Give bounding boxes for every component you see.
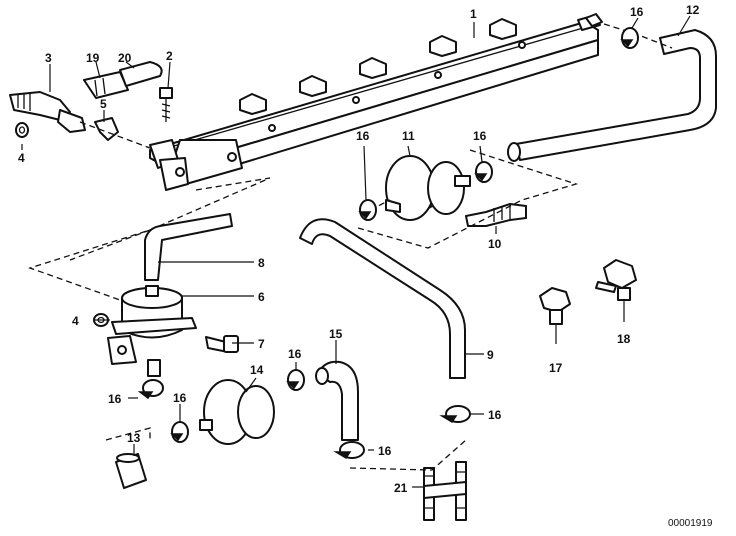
callout-21: 21 xyxy=(394,481,408,495)
pressure-regulator xyxy=(107,285,197,377)
leader-lines xyxy=(21,15,691,488)
fitting-17 xyxy=(539,287,571,325)
callout-15: 15 xyxy=(329,327,343,341)
callout-18: 18 xyxy=(617,332,631,346)
hose-clamp-elbow-bottom xyxy=(333,441,365,460)
retaining-clip xyxy=(94,117,119,141)
connector-10 xyxy=(465,203,527,227)
callout-6: 6 xyxy=(258,290,265,304)
callout-11: 11 xyxy=(402,129,415,143)
callout-4-top: 4 xyxy=(18,151,25,165)
injector-plug xyxy=(83,61,163,99)
fuel-hose-12 xyxy=(507,29,717,162)
callout-16-damper-left: 16 xyxy=(356,129,370,143)
hose-13 xyxy=(115,453,147,489)
pressure-damper-11 xyxy=(385,155,471,221)
bolt-7 xyxy=(205,335,239,353)
callout-16-elbow: 16 xyxy=(378,444,392,458)
callout-16-hose-15: 16 xyxy=(288,347,302,361)
callout-1: 1 xyxy=(470,7,477,21)
return-hose-8 xyxy=(144,213,233,281)
callout-3: 3 xyxy=(45,51,52,65)
hose-clamp-damper-left xyxy=(358,199,377,221)
fitting-18 xyxy=(595,259,637,301)
hose-clamp-top-right xyxy=(620,27,639,49)
callout-9: 9 xyxy=(487,348,494,362)
callout-19: 19 xyxy=(86,51,100,65)
callout-5: 5 xyxy=(100,97,107,111)
pressure-damper-14 xyxy=(199,379,275,445)
callout-14: 14 xyxy=(250,363,264,377)
callout-10: 10 xyxy=(488,237,502,251)
hose-clamp-hose-9 xyxy=(439,405,471,424)
callout-16-hose-9: 16 xyxy=(488,408,502,422)
callout-labels: 1 2 3 4 4 5 6 7 8 9 10 11 12 13 14 15 16… xyxy=(18,3,700,495)
diagram-reference-number: 00001919 xyxy=(668,518,713,529)
callout-2: 2 xyxy=(166,49,173,63)
callout-8: 8 xyxy=(258,256,265,270)
fuel-rail xyxy=(149,13,603,191)
callout-16-damper-right: 16 xyxy=(473,129,487,143)
callout-16-damper-14: 16 xyxy=(173,391,187,405)
callout-4-bottom: 4 xyxy=(72,314,79,328)
callout-16-regulator: 16 xyxy=(108,392,122,406)
callout-16-top-right: 16 xyxy=(630,5,644,19)
hose-clamp-15 xyxy=(286,369,305,391)
callout-13: 13 xyxy=(127,431,141,445)
injector xyxy=(9,91,86,133)
vacuum-hose-9 xyxy=(299,218,466,379)
elbow-hose-15 xyxy=(315,360,359,441)
callout-20: 20 xyxy=(118,51,132,65)
hose-clamp-damper-14 xyxy=(170,421,189,443)
callout-12: 12 xyxy=(686,3,700,17)
screw-2 xyxy=(159,87,173,122)
seal-ring-top xyxy=(15,122,29,138)
hose-clamp-damper-right xyxy=(474,161,493,183)
hose-clamp-regulator xyxy=(137,379,164,400)
y-connector-21 xyxy=(423,461,467,521)
callout-7: 7 xyxy=(258,337,265,351)
callout-17: 17 xyxy=(549,361,563,375)
